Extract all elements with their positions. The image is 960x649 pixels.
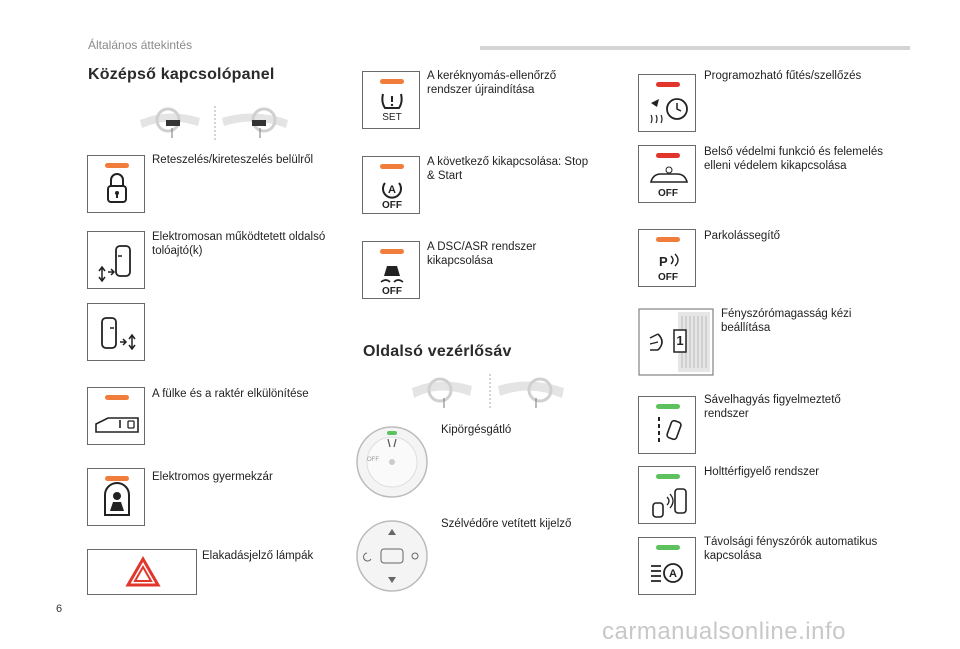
sliding-door-label: Elektromosan működtetett oldalsó tolóajt… bbox=[152, 231, 326, 257]
van-partition-button[interactable] bbox=[87, 387, 145, 445]
dsc-asr-off-button[interactable]: OFF bbox=[362, 241, 420, 299]
auto-high-beam-label: Távolsági fényszórók automatikus kapcsol… bbox=[704, 536, 878, 562]
side-bar-title: Oldalsó vezérlősáv bbox=[363, 343, 512, 360]
status-led bbox=[656, 474, 680, 479]
hazard-label: Elakadásjelző lámpák bbox=[202, 550, 314, 562]
auto-high-beam-button[interactable]: A bbox=[638, 537, 696, 595]
programmable-heating-button[interactable] bbox=[638, 74, 696, 132]
dsc-asr-off-icon bbox=[380, 266, 404, 283]
tyre-pressure-set-icon bbox=[381, 93, 403, 109]
child-lock-icon bbox=[104, 482, 130, 516]
side-bar-location-illustration bbox=[410, 374, 575, 417]
status-led bbox=[380, 249, 404, 254]
lane-departure-label: Sávelhagyás figyelmeztető rendszer bbox=[704, 394, 841, 420]
parking-sensor-off-icon: P bbox=[659, 253, 679, 269]
page-number: 6 bbox=[56, 603, 63, 615]
status-led bbox=[105, 163, 129, 168]
van-partition-icon bbox=[95, 417, 139, 433]
lane-departure-icon bbox=[658, 417, 682, 443]
off-text: OFF bbox=[382, 286, 402, 297]
set-text: SET bbox=[382, 112, 402, 123]
status-led bbox=[380, 164, 404, 169]
blind-spot-button[interactable] bbox=[638, 466, 696, 524]
stop-start-label: A következő kikapcsolása: Stop & Start bbox=[427, 156, 589, 182]
blind-spot-icon bbox=[652, 488, 687, 518]
central-panel-title: Középső kapcsolópanel bbox=[88, 66, 275, 83]
status-led bbox=[656, 545, 680, 550]
off-text: OFF bbox=[658, 272, 678, 283]
traction-dial-icon: OFF bbox=[356, 426, 428, 498]
auto-high-beam-icon: A bbox=[651, 563, 683, 583]
sliding-door-left-icon bbox=[98, 245, 131, 283]
alarm-label: Belső védelmi funkció és felemelés ellen… bbox=[704, 146, 883, 172]
dsc-asr-label: A DSC/ASR rendszer kikapcsolása bbox=[427, 241, 537, 267]
hazard-warning-button[interactable] bbox=[87, 549, 197, 595]
heating-label: Programozható fűtés/szellőzés bbox=[704, 70, 862, 82]
stop-start-off-button[interactable]: A OFF bbox=[362, 156, 420, 214]
sliding-door-right-button[interactable] bbox=[87, 303, 145, 361]
svg-text:A: A bbox=[669, 568, 677, 580]
alarm-off-icon bbox=[649, 166, 689, 183]
sliding-door-right-icon bbox=[101, 317, 136, 351]
tyre-pressure-label: A keréknyomás-ellenőrző rendszer újraind… bbox=[427, 70, 557, 96]
hud-label: Szélvédőre vetített kijelző bbox=[441, 518, 572, 530]
stop-start-off-icon: A bbox=[382, 182, 402, 199]
status-led bbox=[656, 153, 680, 158]
parking-label: Parkolássegítő bbox=[704, 230, 781, 242]
partition-label: A fülke és a raktér elkülönítése bbox=[152, 388, 309, 400]
alarm-off-button[interactable]: OFF bbox=[638, 145, 696, 203]
steering-wheel-location-illustration bbox=[138, 106, 298, 149]
blind-spot-label: Holttérfigyelő rendszer bbox=[704, 466, 820, 478]
watermark: carmanualsonline.info bbox=[602, 618, 846, 645]
lane-departure-button[interactable] bbox=[638, 396, 696, 454]
svg-text:OFF: OFF bbox=[367, 457, 379, 463]
traction-control-dial[interactable]: OFF bbox=[355, 425, 429, 504]
lock-button[interactable] bbox=[87, 155, 145, 213]
headlamp-leveling-wheel[interactable]: 1 bbox=[638, 308, 714, 376]
hazard-warning-icon bbox=[125, 555, 161, 587]
programmable-heating-icon bbox=[650, 98, 688, 124]
status-led bbox=[656, 82, 680, 87]
off-text: OFF bbox=[658, 188, 678, 199]
parking-sensor-button[interactable]: P OFF bbox=[638, 229, 696, 287]
head-up-display-dial-icon bbox=[356, 520, 428, 592]
headlamp-label: Fényszórómagasság kézi beállítása bbox=[721, 308, 852, 334]
lock-icon bbox=[107, 173, 127, 203]
svg-text:P: P bbox=[659, 254, 668, 269]
sliding-door-left-button[interactable] bbox=[87, 231, 145, 289]
child-lock-label: Elektromos gyermekzár bbox=[152, 471, 273, 483]
off-text: OFF bbox=[382, 200, 402, 211]
traction-label: Kipörgésgátló bbox=[441, 424, 512, 436]
svg-text:A: A bbox=[388, 184, 396, 196]
tyre-pressure-set-button[interactable]: SET bbox=[362, 71, 420, 129]
child-lock-button[interactable] bbox=[87, 468, 145, 526]
header-divider bbox=[480, 46, 910, 50]
page-header-title: Általános áttekintés bbox=[88, 38, 193, 52]
status-led bbox=[105, 395, 129, 400]
status-led bbox=[105, 476, 129, 481]
status-led bbox=[656, 237, 680, 242]
status-led bbox=[656, 404, 680, 409]
hud-dial[interactable] bbox=[355, 519, 429, 598]
headlamp-leveling-icon bbox=[638, 308, 714, 376]
lock-label: Reteszelés/kireteszelés belülről bbox=[152, 154, 314, 166]
status-led bbox=[380, 79, 404, 84]
level-text: 1 bbox=[676, 333, 684, 348]
